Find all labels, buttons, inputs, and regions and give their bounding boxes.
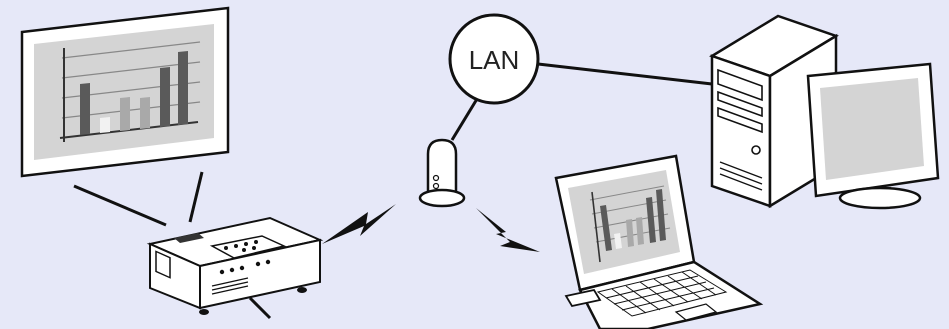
tower-power-button [751, 145, 761, 155]
access-point-led [432, 174, 440, 182]
access-point-led [432, 182, 440, 190]
projector-side-ports [219, 259, 271, 275]
link-lan-to-desktop [537, 62, 713, 86]
laptop-chart-bar [626, 219, 634, 247]
projector-buttons [224, 240, 258, 252]
projection-beam-line-right [188, 171, 204, 223]
laptop-chart-bar [656, 189, 666, 241]
projector-vent [211, 277, 249, 295]
wireless-signal-icon [322, 204, 396, 244]
lan-hub-label: LAN [469, 45, 520, 75]
access-point-icon [418, 138, 466, 208]
monitor-screen [820, 78, 924, 180]
projector-badge [174, 233, 204, 243]
projector-foot [297, 287, 307, 293]
screen-chart-bar [100, 117, 110, 133]
access-point-base [418, 188, 466, 208]
projector-power-cable [248, 296, 272, 320]
laptop-icon [554, 154, 764, 329]
projection-beam-line-left [73, 184, 167, 227]
laptop-touchpad [674, 303, 718, 321]
projection-screen-icon [20, 6, 230, 178]
screen-chart-bar [160, 67, 170, 127]
lan-hub-circle [448, 13, 540, 105]
desktop-computer-icon [709, 14, 940, 210]
screen-chart-bar [120, 97, 130, 131]
laptop-chart-bar [600, 205, 612, 251]
projector-icon [146, 216, 324, 320]
laptop-chart-yaxis [591, 191, 601, 263]
laptop-chart-bar [614, 233, 622, 249]
screen-chart-bar [178, 51, 188, 125]
wireless-signal-icon [476, 208, 540, 252]
screen-chart-bar [80, 83, 90, 135]
tower-drive-bays [717, 68, 763, 134]
lan-hub: LAN [448, 13, 540, 105]
laptop-chart-bar [636, 217, 644, 245]
projector-control-panel [209, 235, 287, 259]
projector-side [199, 238, 321, 310]
monitor-stand [838, 186, 922, 210]
laptop-chart-bar [646, 197, 656, 243]
projector-foot [199, 309, 209, 315]
access-point-body [426, 138, 458, 198]
laptop-side-drive [564, 288, 602, 308]
projector-lens [155, 250, 171, 279]
tower-vent [719, 161, 763, 191]
screen-chart-bar [140, 97, 150, 129]
link-lan-to-access-point [450, 93, 482, 141]
laptop-keyboard [596, 269, 728, 317]
